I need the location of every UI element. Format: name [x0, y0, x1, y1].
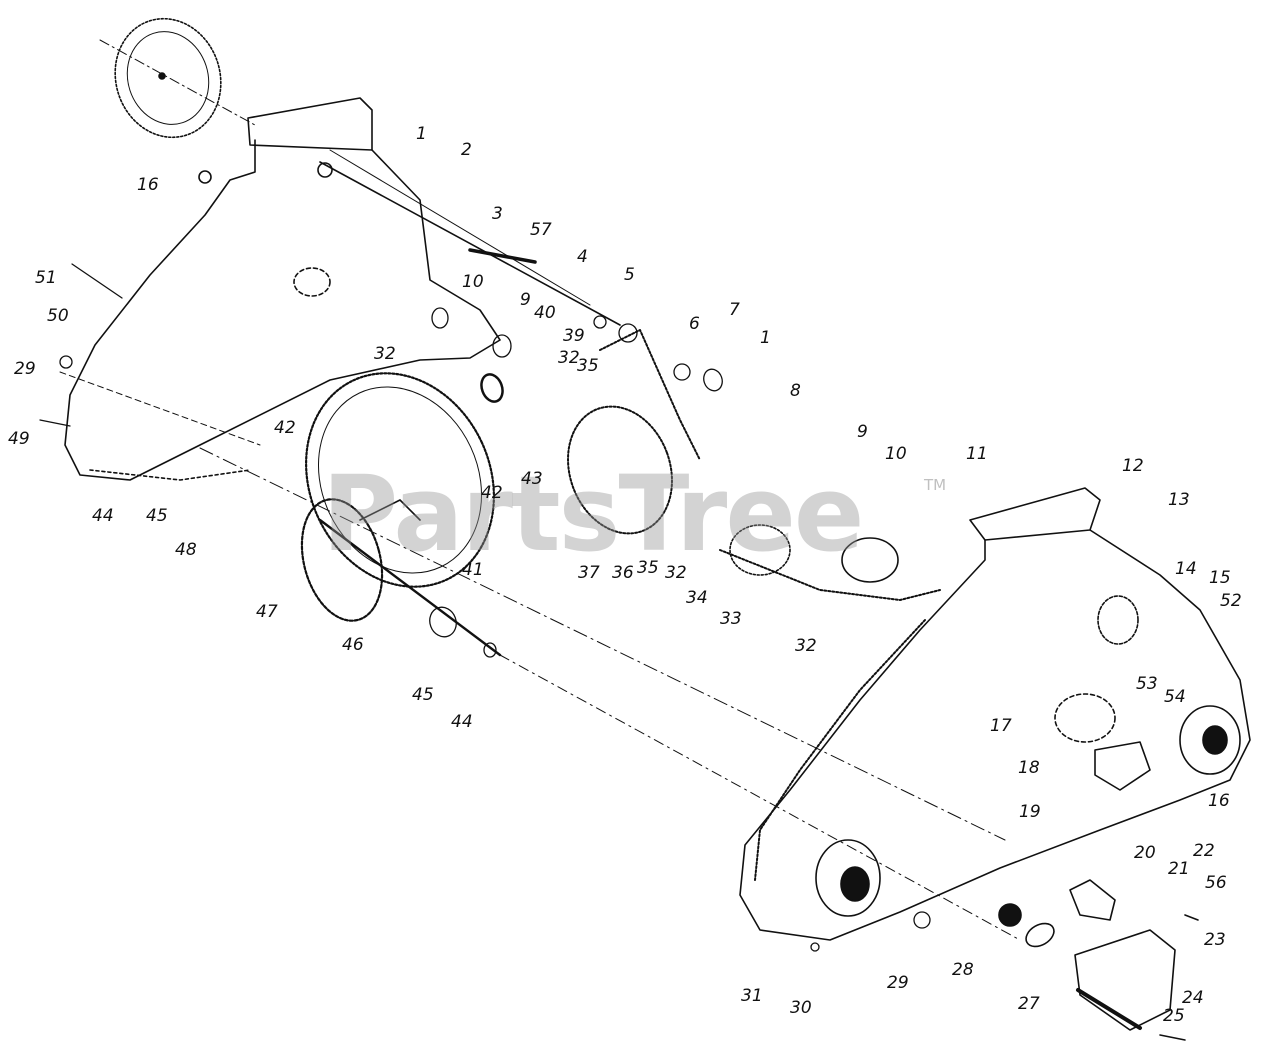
callout-label: 17 — [990, 716, 1012, 736]
fastener-parts-drawing — [39, 263, 931, 952]
callout-label: 8 — [790, 381, 801, 401]
callout-label: 2 — [461, 140, 472, 160]
callout-label: 25 — [1163, 1006, 1185, 1026]
callout-label: 31 — [741, 986, 763, 1006]
callout-label: 34 — [686, 588, 708, 608]
callout-label: 56 — [1205, 873, 1227, 893]
callout-label: 15 — [1209, 568, 1231, 588]
callout-label: 14 — [1175, 559, 1197, 579]
callout-label: 35 — [577, 356, 599, 376]
right-housing-drawing — [739, 487, 1251, 941]
callout-label: 21 — [1168, 859, 1190, 879]
callout-label: 23 — [1204, 930, 1226, 950]
callout-label: 50 — [47, 306, 69, 326]
callout-label: 16 — [1208, 791, 1230, 811]
callout-label: 29 — [887, 973, 909, 993]
callout-label: 20 — [1134, 843, 1156, 863]
callout-label: 32 — [795, 636, 817, 656]
callout-label: 44 — [92, 506, 114, 526]
callout-label: 6 — [689, 314, 700, 334]
callout-label: 53 — [1136, 674, 1158, 694]
callout-label: 1 — [760, 328, 771, 348]
callout-label: 40 — [534, 303, 556, 323]
sprocket-chain-drawing — [300, 329, 941, 622]
callout-label: 10 — [462, 272, 484, 292]
callout-label: 9 — [857, 422, 868, 442]
callout-label: 9 — [520, 290, 531, 310]
callout-label: 28 — [952, 960, 974, 980]
callout-label: 37 — [578, 563, 600, 583]
callout-label: 3 — [492, 204, 503, 224]
callout-label: 47 — [256, 602, 278, 622]
callout-label: 57 — [530, 220, 552, 240]
callout-label: 44 — [451, 712, 473, 732]
callout-label: 10 — [885, 444, 907, 464]
callout-label: 49 — [8, 429, 30, 449]
callout-label: 1 — [416, 124, 427, 144]
shaft-part-drawing — [59, 149, 1021, 941]
callout-label: 32 — [374, 344, 396, 364]
callout-label: 42 — [481, 483, 503, 503]
callout-label: 18 — [1018, 758, 1040, 778]
callout-label: 41 — [462, 560, 484, 580]
callout-label: 12 — [1122, 456, 1144, 476]
large-gear-drawing — [305, 372, 495, 588]
callout-label: 7 — [729, 300, 740, 320]
callout-label: 5 — [624, 265, 635, 285]
callout-label: 11 — [966, 444, 988, 464]
callout-label: 32 — [665, 563, 687, 583]
callout-label: 24 — [1182, 988, 1204, 1008]
callout-label: 51 — [35, 268, 57, 288]
callout-label: 35 — [637, 558, 659, 578]
callout-label: 39 — [563, 326, 585, 346]
callout-label: 54 — [1164, 687, 1186, 707]
callout-label: 27 — [1018, 994, 1040, 1014]
callout-label: 48 — [175, 540, 197, 560]
callout-label: 42 — [274, 418, 296, 438]
callout-label: 32 — [558, 348, 580, 368]
callout-label: 36 — [612, 563, 634, 583]
wheel-part-drawing — [99, 17, 256, 139]
callout-label: 29 — [14, 359, 36, 379]
callout-label: 33 — [720, 609, 742, 629]
trademark-symbol: TM — [924, 476, 947, 494]
callout-label: 45 — [412, 685, 434, 705]
callout-label: 43 — [521, 469, 543, 489]
callout-label: 52 — [1220, 591, 1242, 611]
callout-label: 16 — [137, 175, 159, 195]
left-housing-drawing — [64, 97, 501, 481]
lever-parts-drawing — [998, 879, 1199, 1041]
callout-label: 4 — [577, 247, 588, 267]
callout-label: 30 — [790, 998, 812, 1018]
callout-label: 45 — [146, 506, 168, 526]
callout-label: 46 — [342, 635, 364, 655]
callout-label: 13 — [1168, 490, 1190, 510]
callout-label: 22 — [1193, 841, 1215, 861]
callout-label: 19 — [1019, 802, 1041, 822]
